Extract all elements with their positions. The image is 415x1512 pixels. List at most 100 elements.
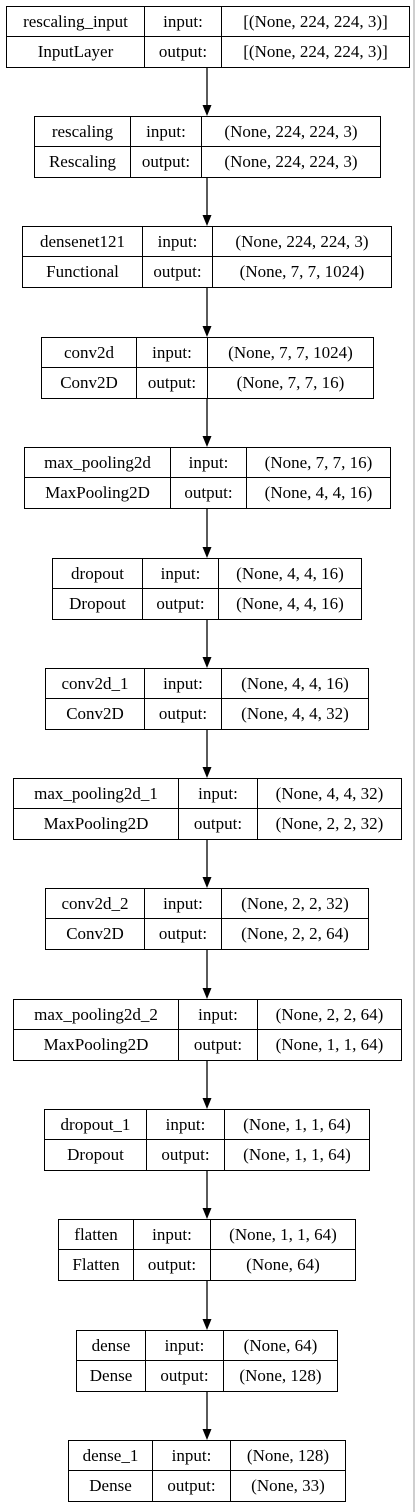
layer-name: dropout_1 (45, 1110, 147, 1140)
output-label: output: (143, 257, 213, 287)
input-label: input: (179, 1000, 258, 1030)
input-shape: (None, 64) (224, 1331, 337, 1361)
layer-type: Rescaling (35, 147, 131, 177)
layer-type: Conv2D (46, 919, 145, 949)
layer-name: max_pooling2d (25, 448, 171, 478)
input-label: input: (145, 669, 222, 699)
layer-name: dropout (53, 559, 143, 589)
output-label: output: (146, 1361, 224, 1391)
input-shape: (None, 1, 1, 64) (211, 1220, 355, 1250)
layer-type: MaxPooling2D (25, 478, 171, 508)
input-label: input: (146, 1331, 224, 1361)
output-shape: (None, 2, 2, 64) (241, 924, 349, 943)
input-label: input: (145, 889, 222, 919)
output-shape: (None, 4, 4, 16) (236, 594, 344, 613)
layer-type: Dropout (53, 589, 143, 619)
input-label: input: (153, 1441, 231, 1471)
output-shape: (None, 7, 7, 16) (236, 373, 345, 392)
input-shape: (None, 128) (231, 1441, 345, 1471)
arrowhead-icon (202, 657, 212, 668)
layer-name: rescaling (35, 117, 131, 147)
output-shape: (None, 224, 224, 3) (224, 152, 358, 171)
arrowhead-icon (202, 1319, 212, 1330)
output-shape: (None, 128) (239, 1366, 322, 1385)
layer-type: Dense (69, 1471, 153, 1501)
input-label: input: (147, 1110, 225, 1140)
layer-type: Functional (23, 257, 143, 287)
layer-name: dense_1 (69, 1441, 153, 1471)
arrowhead-icon (202, 1429, 212, 1440)
layer-name: rescaling_input (7, 7, 145, 37)
layer-name: max_pooling2d_1 (14, 779, 179, 809)
input-shape: (None, 2, 2, 32) (222, 889, 368, 919)
layer-type: InputLayer (7, 37, 145, 67)
arrowhead-icon (202, 547, 212, 558)
input-label: input: (179, 779, 258, 809)
output-label: output: (143, 589, 219, 619)
output-shape: (None, 1, 1, 64) (243, 1145, 351, 1164)
layer-type: Dense (77, 1361, 146, 1391)
input-shape: (None, 2, 2, 64) (258, 1000, 401, 1030)
output-label: output: (153, 1471, 231, 1501)
input-label: input: (143, 559, 219, 589)
input-shape: (None, 4, 4, 16) (222, 669, 368, 699)
output-shape: (None, 1, 1, 64) (275, 1035, 384, 1054)
output-shape: (None, 7, 7, 1024) (239, 262, 365, 281)
input-shape: (None, 4, 4, 32) (258, 779, 401, 809)
output-shape: (None, 4, 4, 16) (264, 483, 373, 502)
input-shape: (None, 4, 4, 16) (219, 559, 361, 589)
input-shape: (None, 224, 224, 3) (213, 227, 391, 257)
arrowhead-icon (202, 436, 212, 447)
output-label: output: (134, 1250, 211, 1280)
input-label: input: (134, 1220, 211, 1250)
arrowhead-icon (202, 215, 212, 226)
output-label: output: (179, 1030, 258, 1060)
input-label: input: (143, 227, 213, 257)
layer-type: Flatten (59, 1250, 134, 1280)
output-label: output: (171, 478, 247, 508)
layer-name: conv2d_1 (46, 669, 145, 699)
input-shape: (None, 7, 7, 16) (247, 448, 390, 478)
arrowhead-icon (202, 1098, 212, 1109)
arrowhead-icon (202, 988, 212, 999)
layer-name: conv2d (42, 338, 137, 368)
output-label: output: (145, 37, 222, 67)
output-label: output: (145, 699, 222, 729)
output-label: output: (137, 368, 208, 398)
input-shape: (None, 1, 1, 64) (225, 1110, 369, 1140)
arrowhead-icon (202, 105, 212, 116)
output-shape: (None, 33) (251, 1476, 325, 1495)
layer-name: dense (77, 1331, 146, 1361)
input-label: input: (137, 338, 208, 368)
layer-name: conv2d_2 (46, 889, 145, 919)
output-label: output: (145, 919, 222, 949)
layer-type: MaxPooling2D (14, 1030, 179, 1060)
input-shape: [(None, 224, 224, 3)] (222, 7, 409, 37)
arrowhead-icon (202, 767, 212, 778)
layer-type: Conv2D (42, 368, 137, 398)
layer-type: Conv2D (46, 699, 145, 729)
output-shape: (None, 2, 2, 32) (275, 814, 384, 833)
layer-name: densenet121 (23, 227, 143, 257)
layer-name: max_pooling2d_2 (14, 1000, 179, 1030)
layer-type: Dropout (45, 1140, 147, 1170)
layer-name: flatten (59, 1220, 134, 1250)
output-shape: [(None, 224, 224, 3)] (243, 42, 388, 61)
input-shape: (None, 224, 224, 3) (202, 117, 380, 147)
arrowhead-icon (202, 877, 212, 888)
input-label: input: (131, 117, 202, 147)
output-label: output: (131, 147, 202, 177)
